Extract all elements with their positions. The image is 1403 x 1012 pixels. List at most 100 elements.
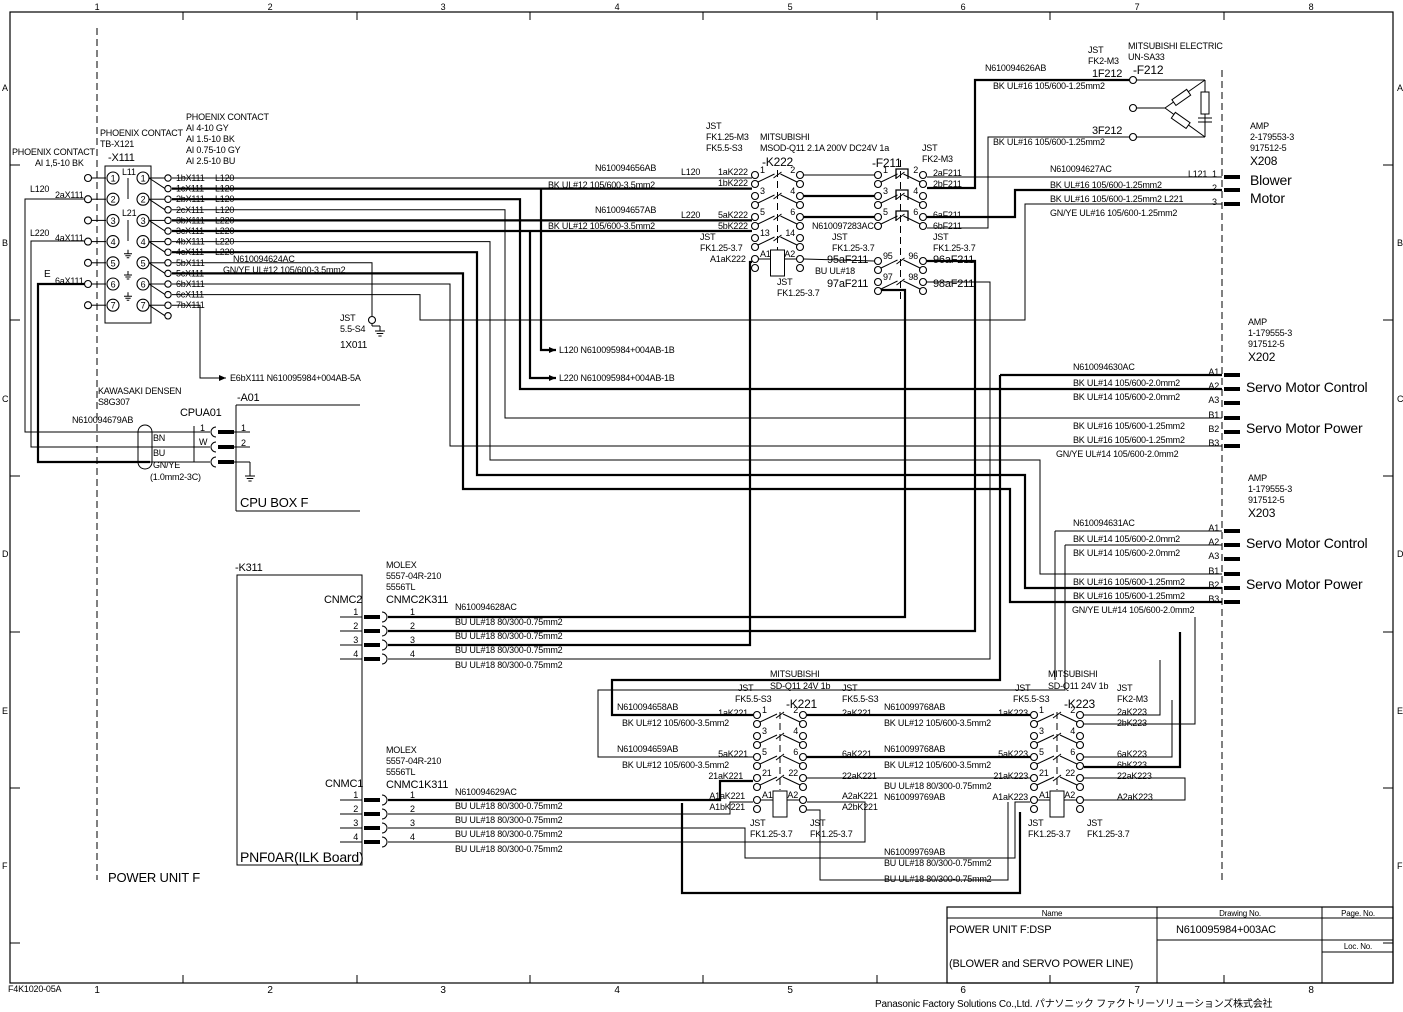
pin-number: 6 [913,207,918,217]
signal-label: L120 [215,205,234,215]
wire [172,262,373,316]
label-k221-labels-33: BU UL#18 80/300-0.75mm2 [884,874,992,884]
wire [388,259,977,633]
terminal-pin [1029,719,1039,729]
terminal-pin [1029,740,1039,750]
label-k223-labels-2: JST [1015,683,1031,693]
pin-number: A1 [762,790,773,800]
label-k311-labels-13: 5557-04R-210 [386,756,441,766]
label-k221-labels-20: 22aK221 [842,771,877,781]
connector-pin-number: 1 [353,607,358,617]
border [9,11,1394,984]
terminal-pin [752,773,762,783]
terminal-number: 5 [141,258,146,268]
terminal-pin [873,191,883,201]
contact-blade [903,215,921,225]
resistor [1171,88,1192,107]
terminal-pin [752,740,762,750]
label-k222-labels-15: BK UL#12 105/600-3.5mm2 [548,221,655,231]
wire-L120-out [539,188,556,352]
terminal-pin [1075,710,1085,720]
label-k221-labels-5: JST [842,683,858,693]
terminal-number: 4 [141,237,146,247]
resistor [1200,91,1210,115]
pin-number: A2 [787,790,798,800]
connector-pin [1224,373,1240,377]
column-number: 3 [440,985,446,996]
label-f211-labels-5: 6aF211 [933,210,962,220]
column-number: 2 [267,985,273,996]
label-f212-9: BK UL#16 105/600-1.25mm2 [993,137,1105,147]
connector-pin-number: 2 [353,621,358,631]
label-k223-labels-13: 21aK223 [993,771,1028,781]
open-terminal [83,195,93,204]
connector-pin [218,430,234,434]
label-x111-labels-12: L120 [30,184,49,194]
label-k221-labels-0: MITSUBISHI [770,669,820,679]
label-k311-labels-9: BU UL#18 80/300-0.75mm2 [455,645,563,655]
connector-pin-number: 2 [410,621,415,631]
ground-icon [124,249,132,259]
terminal-pin [795,221,805,231]
terminal-pin [752,761,762,771]
pin-number: 96 [908,251,918,261]
label-ground_x011-0: JST [340,313,356,323]
label-k311-labels-0: -K311 [235,562,263,574]
label-x203-labels-1: 1-179555-3 [1248,484,1292,494]
label-k223-labels-1: SD-Q11 24V 1b [1048,681,1108,691]
branch-label: 4cX111 [176,247,204,257]
terminal-circle [106,171,120,185]
terminal-pin [798,740,808,750]
label-x111-labels-8: AI 0.75-10 GY [186,145,241,155]
terminal-pin [1075,740,1085,750]
terminal-circle [106,235,120,249]
label-k223-labels-12: 6bK223 [1117,760,1147,770]
connector-pin [1224,543,1240,547]
label-cpu-0: KAWASAKI DENSEN [98,386,181,396]
label-cpu-13: CPU BOX F [240,495,309,510]
label-k222-labels-7: L120 [681,167,700,177]
thermal-element [895,210,909,221]
label-x111-labels-3: TB-X121 [100,139,134,149]
label-k221-labels-19: 21aK221 [708,771,743,781]
wires [24,78,1222,895]
row-letter: C [2,394,9,404]
label-k221-labels-4: -K221 [786,697,818,711]
label-cpu-5: 1 [200,423,205,433]
label-f212-1: BK UL#16 105/600-1.25mm2 [993,81,1105,91]
label-k311-labels-8: BU UL#18 80/300-0.75mm2 [455,631,563,641]
label-k311-labels-14: 5556TL [386,767,416,777]
connector-pin-number: 3 [353,818,358,828]
label-x111-labels-15: 4aX111 [55,233,84,243]
line [148,262,166,274]
label-x111-labels-1: AI 1,5-10 BK [35,158,84,168]
pin-number: B1 [1208,566,1219,576]
pin-number: 3 [762,726,767,736]
signal-label: L220 [215,237,234,247]
connector-socket [210,426,217,438]
connector-pin [364,798,380,802]
wire [172,304,226,379]
label-k223-labels-17: JST [1028,818,1044,828]
label-k311-labels-18: BU UL#18 80/300-0.75mm2 [455,815,563,825]
wire [388,801,1030,859]
terminal-pin [795,254,805,264]
label-f211-labels-2: FK2-M3 [922,154,953,164]
label-x111-labels-2: PHOENIX CONTACT [100,128,184,138]
connector-socket [210,441,217,453]
terminal-pin [750,170,760,180]
terminal-pin [750,233,760,243]
wire [172,241,1222,575]
row-letter: D [1397,549,1403,559]
terminal-pin [873,277,883,287]
label-k222-labels-0: JST [706,121,722,131]
pin-number: A3 [1208,551,1219,561]
pin-number: 5 [762,747,767,757]
branch-terminal [164,269,172,278]
label-k221-labels-7: N610094658AB [617,702,678,712]
terminal-pin [798,752,808,762]
label-k222-labels-14: 5bK222 [718,221,748,231]
label-x203-labels-0: AMP [1248,473,1267,483]
label-cpu-8: BU [153,448,165,458]
connector-pin [364,657,380,661]
